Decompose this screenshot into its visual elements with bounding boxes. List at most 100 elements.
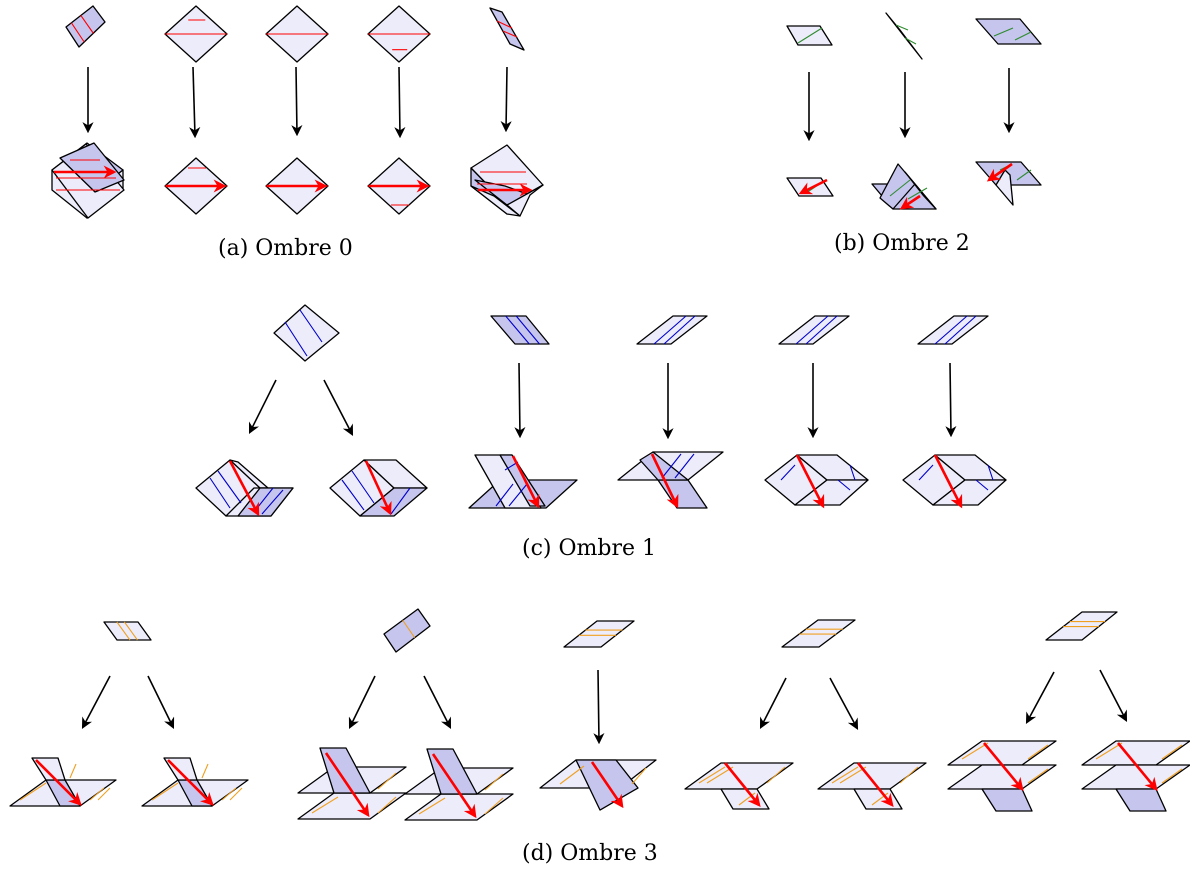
tile-stripe <box>97 787 111 801</box>
tile-stripe <box>221 787 237 801</box>
ombre0-prototile-5 <box>489 7 525 51</box>
tile-face <box>720 788 770 810</box>
tile-stripe <box>311 796 339 814</box>
ombre1-prototile-2 <box>490 315 550 345</box>
ombre3-substitution-5 <box>539 759 657 811</box>
tile-face <box>853 788 903 810</box>
ombre0-prototile-4 <box>367 5 431 63</box>
tile-stripe <box>502 30 518 38</box>
tile-face <box>947 764 1057 790</box>
tile-stripe <box>1161 744 1183 760</box>
ombre0-prototile-3 <box>265 5 329 63</box>
ombre0-prototile-1 <box>65 5 106 48</box>
ombre2-prototile-2 <box>885 12 923 60</box>
tile-stripe <box>261 489 284 515</box>
tile-stripe <box>70 22 85 43</box>
tile-stripe <box>661 453 682 479</box>
tile-face <box>65 5 106 48</box>
ombre3-arrow-1 <box>81 675 111 729</box>
red-vector-arrow <box>933 454 963 509</box>
red-vector-arrow <box>167 759 214 806</box>
tile-face <box>273 304 340 362</box>
ombre0-substitution-3 <box>265 157 329 215</box>
tile-stripe <box>402 619 416 639</box>
tile-face <box>319 747 371 794</box>
tile-face <box>1081 740 1190 766</box>
tile-stripe <box>1027 744 1049 760</box>
tile-face <box>917 315 989 345</box>
tile-stripe <box>559 765 585 785</box>
ombre1-substitution-3 <box>468 454 578 509</box>
tile-face <box>778 315 850 345</box>
red-vector-arrow <box>590 761 624 809</box>
tile-stripe <box>284 321 308 357</box>
tile-stripe <box>19 782 47 801</box>
ombre3-arrow-8 <box>1025 671 1055 724</box>
tile-stripe <box>123 621 138 641</box>
red-vector-arrow <box>982 742 1024 792</box>
tile-stripe <box>831 766 859 784</box>
ombre3-substitution-2 <box>141 757 249 807</box>
tile-stripe <box>698 766 726 784</box>
ombre3-arrow-4 <box>423 675 452 729</box>
ombre3-substitution-4 <box>404 748 514 821</box>
tile-stripe <box>80 15 94 34</box>
ombre3-prototile-5 <box>1045 611 1118 641</box>
tile-face <box>885 12 923 60</box>
ombre2-substitution-1 <box>786 177 834 197</box>
red-vector-arrow <box>431 753 477 819</box>
tile-face <box>981 788 1033 812</box>
tile-face <box>563 620 635 648</box>
red-vector-arrow <box>324 752 370 818</box>
ombre3-substitution-3 <box>297 747 407 820</box>
tile-stripe <box>961 742 989 760</box>
tile-stripe <box>351 470 375 504</box>
tile-face <box>904 171 937 210</box>
tile-face <box>1045 611 1118 641</box>
ombre2-substitution-2 <box>871 163 937 210</box>
tile-stripe <box>663 315 696 345</box>
caption-ombre-0: (a) Ombre 0 <box>218 236 353 261</box>
ombre0-prototile-2 <box>164 5 228 63</box>
tile-stripe <box>505 315 530 345</box>
tile-stripe <box>209 477 231 509</box>
ombre3-substitution-1 <box>9 757 117 807</box>
tile-stripe <box>418 797 446 815</box>
ombre1-prototile-3 <box>636 315 708 345</box>
ombre0-substitution-1 <box>51 142 125 219</box>
ombre3-substitution-9 <box>1081 740 1190 812</box>
caption-ombre-2: (b) Ombre 2 <box>834 231 970 256</box>
ombre0-arrow-5 <box>500 66 512 133</box>
tile-face <box>297 792 407 820</box>
tile-stripe <box>1027 768 1049 784</box>
tile-stripe <box>496 20 513 29</box>
ombre3-prototile-3 <box>563 620 635 648</box>
tile-face <box>103 621 152 641</box>
red-vector-arrow <box>364 460 392 516</box>
ombre1-arrow-6 <box>945 362 957 438</box>
tile-stripe <box>484 773 504 791</box>
tile-face <box>470 185 521 217</box>
ombre3-prototile-2 <box>383 608 431 653</box>
ombre0-arrow-3 <box>291 66 303 137</box>
ombre3-arrow-6 <box>759 677 787 729</box>
caption-ombre-3: (d) Ombre 3 <box>522 841 658 866</box>
red-vector-arrow <box>856 762 894 808</box>
tile-face <box>59 142 125 193</box>
ombre0-arrow-4 <box>394 66 406 139</box>
tile-stripe <box>229 787 243 801</box>
ombre1-substitution-6 <box>902 454 1007 509</box>
tile-stripe <box>69 763 77 779</box>
tile-stripe <box>805 315 838 345</box>
tile-stripe <box>299 309 323 343</box>
red-vector-arrow <box>899 194 921 210</box>
caption-ombre-1: (c) Ombre 1 <box>522 536 656 561</box>
ombre3-prototile-1 <box>103 621 152 641</box>
tile-stripe <box>780 464 796 481</box>
ombre3-arrow-2 <box>147 675 175 730</box>
ombre1-substitution-4 <box>617 451 724 509</box>
ombre3-arrow-7 <box>829 677 859 730</box>
ombre3-substitution-6 <box>684 762 794 810</box>
tile-face <box>684 762 794 790</box>
ombre1-substitution-2 <box>329 459 428 517</box>
